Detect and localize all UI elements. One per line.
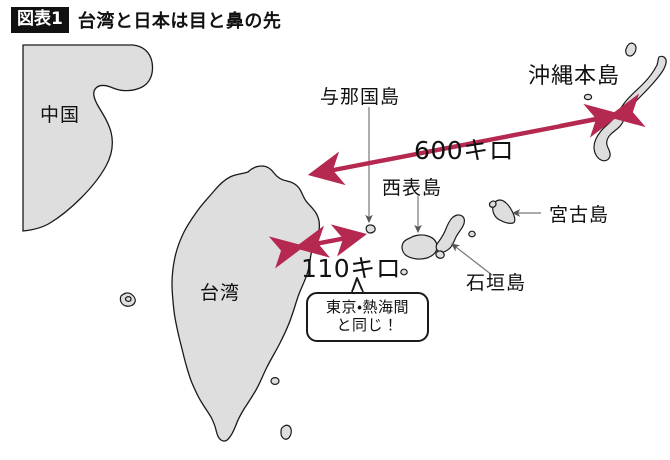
ie-islet: [625, 42, 637, 57]
lanyu-islet: [270, 377, 280, 386]
tarama-islet: [468, 230, 476, 238]
label-china: 中国: [40, 104, 81, 126]
ishigaki-island: [435, 214, 465, 253]
callout-pointer: [351, 277, 364, 293]
figure-header: 図表1 台湾と日本は目と鼻の先: [0, 0, 670, 40]
kuroshima-islet: [400, 268, 408, 276]
callout-bubble: 東京・熱海間 と同じ！: [306, 292, 429, 343]
figure-number-badge: 図表1: [11, 7, 69, 33]
taiwan-landmass: [171, 165, 321, 442]
distance-110km: 110キロ: [301, 254, 402, 283]
arrow-600km-head-e: [559, 103, 622, 138]
orchid-islet: [280, 424, 292, 440]
callout-line-1: 東京・熱海間: [325, 298, 410, 316]
label-okinawa: 沖縄本島: [528, 64, 621, 89]
page-title: 台湾と日本は目と鼻の先: [77, 11, 282, 32]
label-iriomote: 西表島: [382, 177, 443, 199]
ishigaki-leader-line: [451, 243, 493, 276]
iriomote-island: [401, 234, 438, 260]
callout-line-2: と同じ！: [336, 315, 399, 334]
arrow-110km-head-w: [294, 225, 363, 258]
taketomi-islet: [435, 250, 445, 259]
label-ishigaki: 石垣島: [466, 272, 527, 294]
irabu-islet: [488, 200, 497, 208]
label-taiwan: 台湾: [200, 282, 241, 304]
distance-600km: 600キロ: [414, 136, 515, 165]
label-yonaguni: 与那国島: [320, 86, 401, 108]
yonaguni-island: [365, 224, 376, 234]
label-miyako: 宮古島: [549, 204, 610, 226]
china-landmass: [22, 44, 154, 232]
penghu-islet: [119, 292, 136, 307]
kume-islet: [583, 93, 593, 101]
